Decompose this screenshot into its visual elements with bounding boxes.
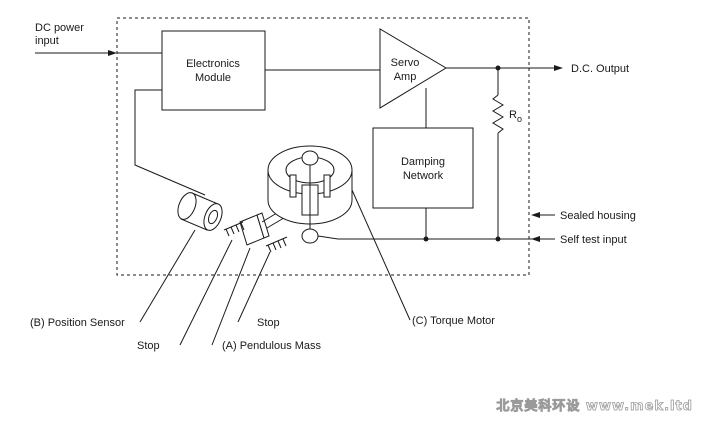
resistor-label-sub: o — [517, 114, 522, 124]
servo-amp-label-line2: Amp — [394, 71, 417, 83]
stop-lower-leader — [237, 251, 271, 323]
upper-stop-hatch — [223, 221, 245, 237]
dc-output-arrow — [554, 65, 563, 71]
pendulous-mass-label: (A) Pendulous Mass — [222, 340, 322, 352]
dc-output-label: D.C. Output — [571, 63, 629, 75]
dc-power-input-arrow — [108, 50, 117, 56]
servo-amp-label-line1: Servo — [391, 57, 420, 69]
sealed-housing-pointer-arrow — [531, 212, 540, 218]
position-sensor-label: (B) Position Sensor — [30, 317, 125, 329]
servo-amp-triangle — [379, 28, 447, 109]
lower-stop-hatch — [265, 236, 288, 253]
watermark-text: 北京美科环设 www.mek.ltd — [496, 398, 693, 414]
bus-junction-dot-right — [495, 236, 501, 242]
pendulous-mass-leader — [211, 247, 251, 346]
resistor-label-main: R — [509, 109, 517, 121]
stop-upper-label: Stop — [137, 340, 160, 352]
damping-network-block — [372, 127, 474, 209]
resistor-label: Ro — [509, 109, 522, 124]
sealed-housing-label: Sealed housing — [560, 210, 636, 222]
torque-motor-label: (C) Torque Motor — [412, 315, 495, 327]
electronics-module-label-line2: Module — [195, 72, 231, 84]
damping-network-label-line1: Damping — [401, 156, 445, 168]
sealed-housing-boundary — [116, 17, 530, 276]
dc-power-input-label-line2: input — [35, 35, 59, 47]
stop-lower-label: Stop — [257, 317, 280, 329]
torque-motor-assembly — [267, 145, 353, 244]
electronics-to-sensor-line — [134, 89, 206, 196]
resistor-zigzag — [492, 94, 504, 134]
electronics-module-block — [161, 30, 266, 111]
damping-network-label-line2: Network — [403, 170, 444, 182]
position-sensor-cylinder — [177, 192, 223, 231]
bus-junction-dot-left — [423, 236, 429, 242]
stop-upper-leader — [179, 239, 233, 346]
dc-power-input-label-line1: DC power — [35, 22, 84, 34]
self-test-input-arrow — [531, 236, 540, 242]
self-test-input-label: Self test input — [560, 234, 627, 246]
torque-motor-leader — [351, 189, 411, 321]
position-sensor-leader — [139, 229, 196, 323]
pendulous-mass-plate — [239, 212, 270, 246]
electronics-module-label-line1: Electronics — [186, 58, 240, 70]
